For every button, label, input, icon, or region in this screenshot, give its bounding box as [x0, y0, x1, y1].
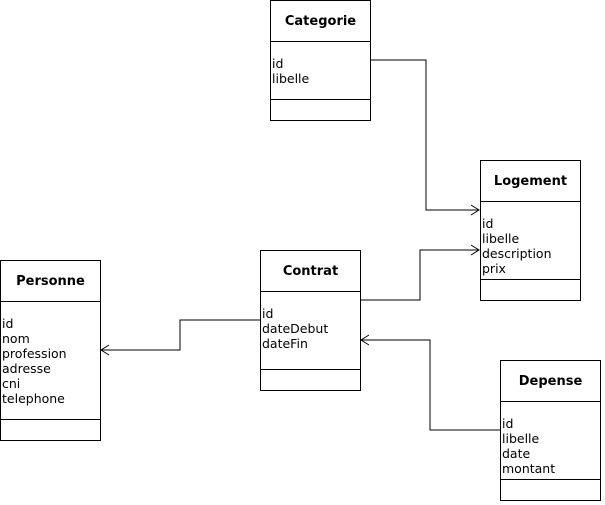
- attribute: telephone: [2, 391, 65, 406]
- association-contrat-logement: [360, 249, 478, 301]
- methods-compartment: [481, 279, 580, 300]
- attribute: nom: [2, 331, 30, 346]
- methods-compartment: [271, 99, 370, 120]
- class-name: Logement: [481, 161, 580, 202]
- arrowhead-contrat-from-depense: [360, 334, 370, 346]
- attribute: adresse: [2, 361, 51, 376]
- attribute: dateDebut: [262, 321, 329, 336]
- arrowhead-logement-from-categorie: [470, 204, 480, 216]
- class-name: Depense: [501, 361, 600, 402]
- attribute: libelle: [272, 71, 310, 86]
- association-depense-contrat: [362, 339, 500, 431]
- attribute: id: [2, 316, 14, 331]
- attributes-list: id dateDebut dateFin: [261, 292, 360, 351]
- attribute: montant: [502, 461, 556, 476]
- class-personne[interactable]: Personne id nom profession adresse cni t…: [0, 260, 101, 441]
- attribute: id: [262, 306, 274, 321]
- attribute: id: [272, 56, 284, 71]
- arrowhead-personne-from-contrat: [100, 344, 110, 356]
- association-contrat-personne: [102, 319, 260, 351]
- attribute: prix: [482, 261, 506, 276]
- attribute: libelle: [502, 431, 540, 446]
- attribute: description: [482, 246, 552, 261]
- attribute: id: [482, 216, 494, 231]
- class-name: Contrat: [261, 251, 360, 292]
- methods-compartment: [501, 479, 600, 500]
- attributes-list: id nom profession adresse cni telephone: [1, 302, 100, 406]
- attributes-list: id libelle: [271, 42, 370, 86]
- attribute: date: [502, 446, 531, 461]
- attribute: libelle: [482, 231, 520, 246]
- class-logement[interactable]: Logement id libelle description prix: [480, 160, 581, 301]
- methods-compartment: [261, 369, 360, 390]
- methods-compartment: [1, 419, 100, 440]
- attribute: dateFin: [262, 336, 308, 351]
- attributes-list: id libelle date montant: [501, 402, 600, 476]
- attribute: profession: [2, 346, 67, 361]
- class-name: Categorie: [271, 1, 370, 42]
- association-categorie-logement: [370, 59, 478, 211]
- attributes-list: id libelle description prix: [481, 202, 580, 276]
- arrowhead-logement-from-contrat: [470, 244, 480, 256]
- attribute: cni: [2, 376, 21, 391]
- class-categorie[interactable]: Categorie id libelle: [270, 0, 371, 121]
- attribute: id: [502, 416, 514, 431]
- class-name: Personne: [1, 261, 100, 302]
- class-depense[interactable]: Depense id libelle date montant: [500, 360, 601, 501]
- class-contrat[interactable]: Contrat id dateDebut dateFin: [260, 250, 361, 391]
